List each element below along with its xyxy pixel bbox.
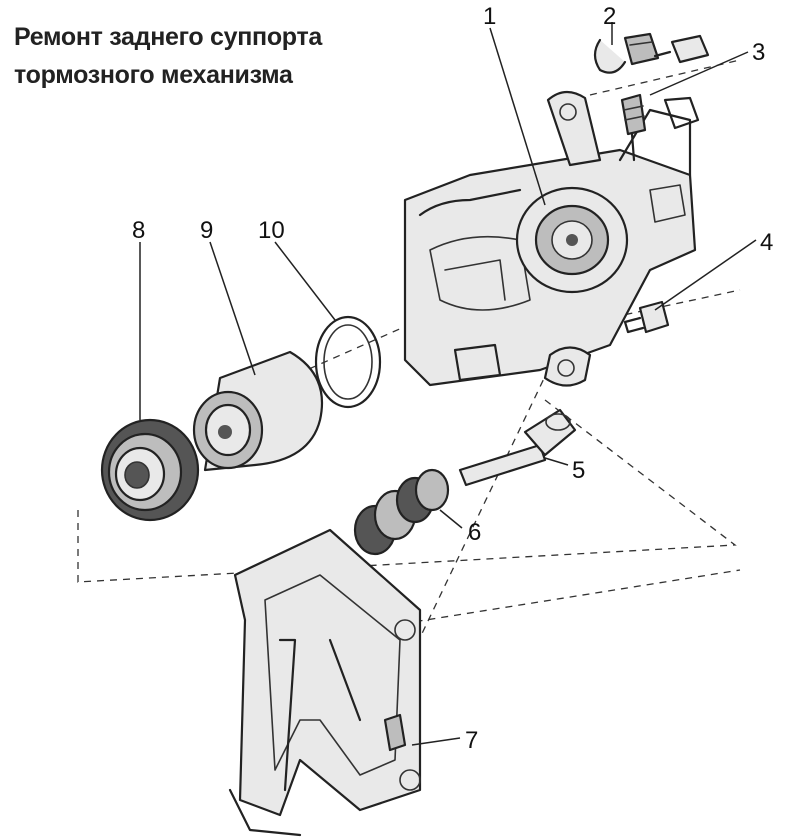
callout-2: 2 <box>603 3 616 30</box>
callout-labels: 1 2 3 4 5 6 7 8 9 10 <box>132 3 773 754</box>
callout-4: 4 <box>760 229 773 256</box>
callout-8: 8 <box>132 217 145 244</box>
guide-pin <box>458 408 577 487</box>
leader-lines <box>139 22 757 746</box>
guide-pin-boot <box>353 468 450 556</box>
callout-7: 7 <box>465 727 478 754</box>
piston-dust-boot <box>100 418 200 522</box>
caliper-housing <box>403 90 700 387</box>
guide-bolt <box>623 300 670 334</box>
callout-5: 5 <box>572 457 585 484</box>
caliper-bracket <box>228 528 422 837</box>
title-line-2: тормозного механизма <box>14 61 293 89</box>
callout-1: 1 <box>483 3 496 30</box>
title-line-1: Ремонт заднего суппорта <box>14 23 322 51</box>
piston-seal-ring <box>314 315 382 409</box>
callout-10: 10 <box>258 217 285 244</box>
callout-9: 9 <box>200 217 213 244</box>
bleeder-cap-and-bolt <box>593 32 710 74</box>
brake-piston <box>192 350 324 472</box>
bleeder-valve <box>620 93 647 162</box>
diagram-title: Ремонт заднего суппорта тормозного механ… <box>14 18 322 94</box>
assembly-axis-lines <box>77 59 741 691</box>
callout-3: 3 <box>752 39 765 66</box>
callout-6: 6 <box>468 519 481 546</box>
